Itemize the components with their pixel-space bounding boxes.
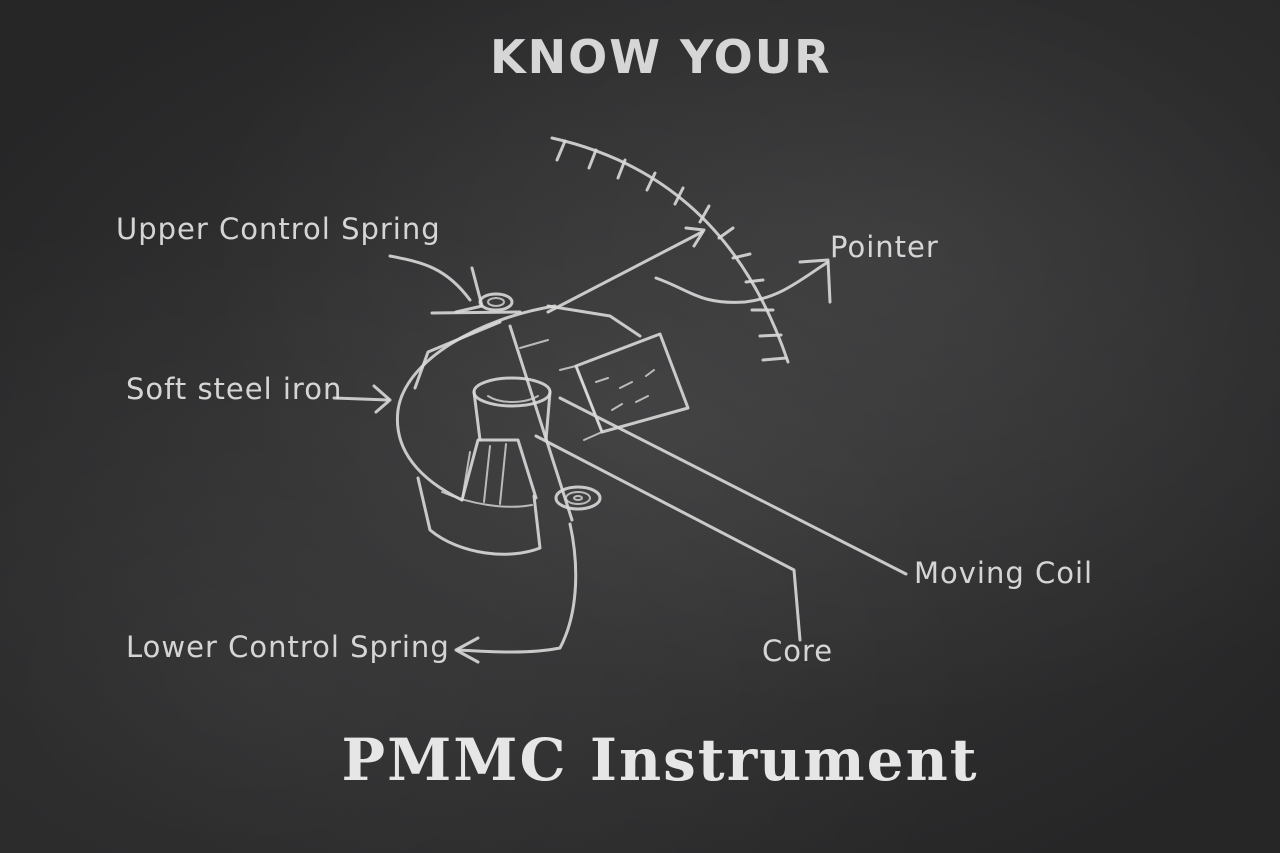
label-moving-coil: Moving Coil bbox=[914, 556, 1094, 590]
pointer-needle bbox=[546, 230, 704, 314]
magnet-outer bbox=[395, 304, 557, 502]
heading: KNOW YOUR bbox=[490, 30, 832, 84]
pointer-leader bbox=[654, 260, 830, 304]
magnet-lower-shoe bbox=[416, 476, 542, 556]
label-pointer: Pointer bbox=[830, 230, 939, 264]
label-lower-control-spring: Lower Control Spring bbox=[126, 630, 450, 664]
pointer-needle-tip bbox=[684, 226, 706, 248]
soft-iron-leader-arrow bbox=[372, 384, 392, 414]
moving-coil-leader bbox=[558, 396, 908, 576]
scale-ticks bbox=[555, 139, 788, 362]
spindle bbox=[508, 324, 574, 522]
magnet-top bbox=[413, 320, 502, 390]
lower-spring-leader-arrow bbox=[454, 636, 480, 664]
label-core: Core bbox=[762, 634, 834, 668]
pointer-leader-arrow bbox=[798, 258, 832, 304]
lower-spring-leader bbox=[456, 522, 578, 654]
core-leader bbox=[534, 434, 802, 642]
label-soft-steel-iron: Soft steel iron bbox=[126, 372, 343, 406]
upper-spring bbox=[478, 292, 514, 312]
label-upper-control-spring: Upper Control Spring bbox=[116, 212, 441, 246]
page-title: PMMC Instrument bbox=[341, 726, 979, 794]
lower-spring bbox=[554, 485, 602, 511]
soft-iron-leader bbox=[332, 396, 390, 402]
upper-spring-leader bbox=[388, 254, 472, 302]
